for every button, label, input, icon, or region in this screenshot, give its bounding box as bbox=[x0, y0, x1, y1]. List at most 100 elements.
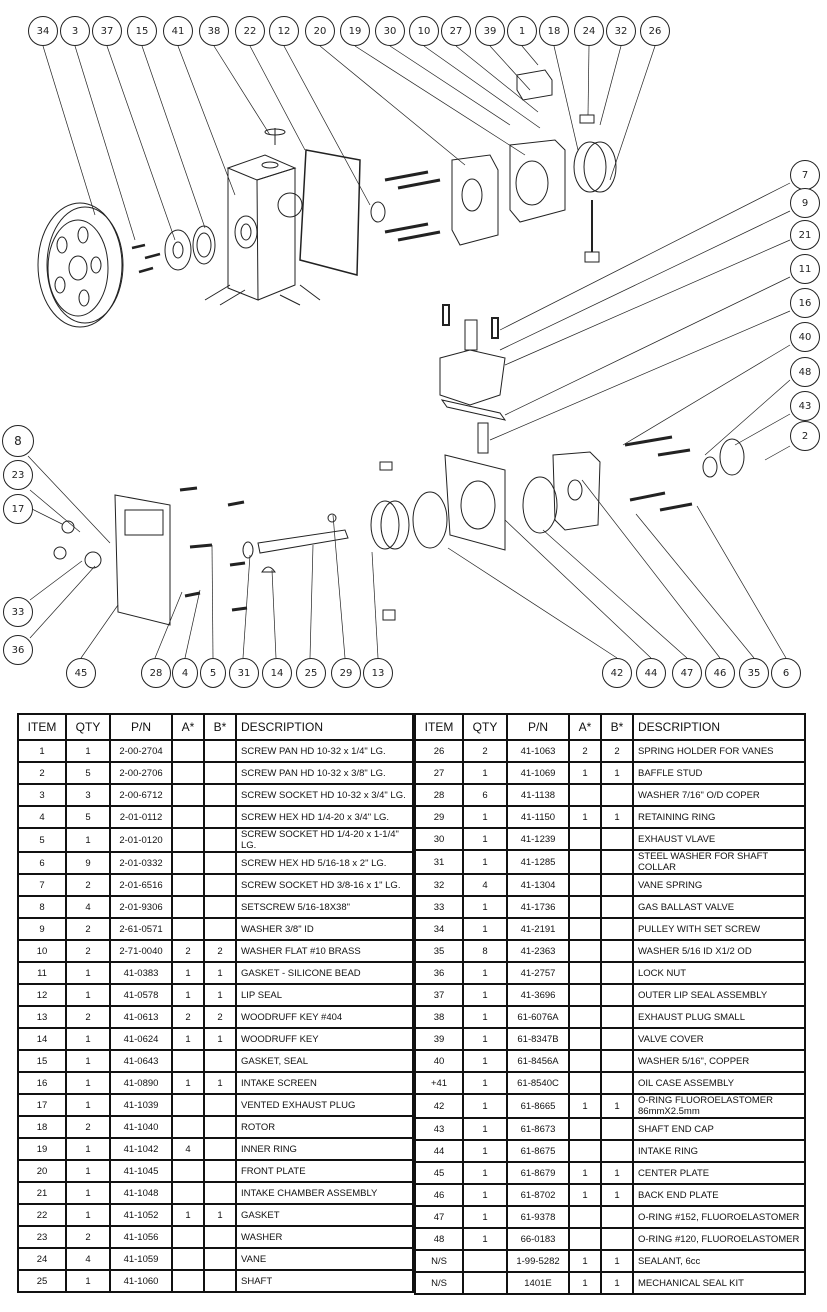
bom-cell-a: 1 bbox=[171, 983, 205, 1007]
bom-cell-b bbox=[203, 739, 237, 763]
callout-48: 48 bbox=[790, 357, 820, 387]
bom-cell-item: 15 bbox=[17, 1049, 67, 1073]
bom-cell-description: STEEL WASHER FOR SHAFT COLLAR bbox=[632, 849, 806, 875]
bom-cell-qty: 2 bbox=[65, 1005, 111, 1029]
header-item: ITEM bbox=[414, 713, 464, 741]
lock-nut-drawing bbox=[84, 551, 102, 569]
bom-cell-pn: 41-1052 bbox=[109, 1203, 173, 1227]
bom-cell-a bbox=[568, 849, 602, 875]
bom-cell-qty: 1 bbox=[462, 761, 508, 785]
bom-cell-qty: 1 bbox=[462, 1227, 508, 1251]
bom-cell-pn: 41-1304 bbox=[506, 873, 570, 897]
gasket-seal-drawing bbox=[192, 225, 216, 265]
bom-cell-qty: 1 bbox=[462, 1161, 508, 1185]
lip-seal-assembly-drawing bbox=[164, 229, 192, 271]
bom-cell-description: SCREW SOCKET HD 1/4-20 x 1-1/4" LG. bbox=[235, 827, 414, 853]
bom-cell-a bbox=[171, 1247, 205, 1271]
callout-33: 33 bbox=[3, 597, 33, 627]
bom-cell-a: 1 bbox=[568, 1183, 602, 1207]
callout-8: 8 bbox=[2, 425, 34, 457]
bom-cell-qty: 4 bbox=[462, 873, 508, 897]
bom-cell-item: 18 bbox=[17, 1115, 67, 1139]
bom-cell-description: WASHER 7/16" O/D COPER bbox=[632, 783, 806, 807]
bom-cell-description: GAS BALLAST VALVE bbox=[632, 895, 806, 919]
header-description: DESCRIPTION bbox=[235, 713, 414, 741]
bom-cell-item: 22 bbox=[17, 1203, 67, 1227]
bom-cell-item: N/S bbox=[414, 1249, 464, 1273]
bom-cell-pn: 41-1045 bbox=[109, 1159, 173, 1183]
callout-28: 28 bbox=[141, 658, 171, 688]
o-ring-48-drawing bbox=[702, 456, 718, 478]
bom-cell-item: 11 bbox=[17, 961, 67, 985]
bom-cell-b bbox=[203, 1225, 237, 1249]
bom-cell-description: VALVE COVER bbox=[632, 1027, 806, 1051]
bom-cell-b: 1 bbox=[203, 1071, 237, 1095]
bom-cell-pn: 41-0624 bbox=[109, 1027, 173, 1051]
bom-cell-item: +41 bbox=[414, 1071, 464, 1095]
bom-header-row: ITEM QTY P/N A* B* DESCRIPTION bbox=[17, 713, 414, 741]
callout-47: 47 bbox=[672, 658, 702, 688]
bom-cell-description: PULLEY WITH SET SCREW bbox=[632, 917, 806, 941]
bom-cell-item: 26 bbox=[414, 739, 464, 763]
bom-cell-a bbox=[568, 939, 602, 963]
bom-cell-pn: 2-01-0120 bbox=[109, 827, 173, 853]
callout-9: 9 bbox=[790, 188, 820, 218]
bom-cell-pn: 2-00-2704 bbox=[109, 739, 173, 763]
bom-cell-a bbox=[568, 1049, 602, 1073]
bom-cell-qty: 1 bbox=[462, 1071, 508, 1095]
bom-cell-pn: 2-61-0571 bbox=[109, 917, 173, 941]
bom-cell-b bbox=[203, 1159, 237, 1183]
bom-cell-a: 2 bbox=[568, 739, 602, 763]
bom-cell-b: 2 bbox=[600, 739, 634, 763]
bom-cell-description: O-RING FLUOROELASTOMER 86mmX2.5mm bbox=[632, 1093, 806, 1119]
rotor-drawing bbox=[573, 141, 607, 193]
bom-cell-pn: 61-9378 bbox=[506, 1205, 570, 1229]
bom-cell-item: 47 bbox=[414, 1205, 464, 1229]
bom-cell-qty: 1 bbox=[462, 1117, 508, 1141]
bom-cell-qty: 1 bbox=[65, 1071, 111, 1095]
bom-cell-b bbox=[203, 805, 237, 829]
bom-cell-item: 23 bbox=[17, 1225, 67, 1249]
bom-cell-a bbox=[568, 1205, 602, 1229]
callout-20: 20 bbox=[305, 16, 335, 46]
bom-cell-description: CENTER PLATE bbox=[632, 1161, 806, 1185]
bom-cell-item: 28 bbox=[414, 783, 464, 807]
callout-15: 15 bbox=[127, 16, 157, 46]
callout-40: 40 bbox=[790, 322, 820, 352]
bom-cell-qty: 1 bbox=[462, 1205, 508, 1229]
bom-cell-b: 2 bbox=[203, 1005, 237, 1029]
bom-cell-a bbox=[568, 983, 602, 1007]
bom-cell-a bbox=[171, 1093, 205, 1117]
bom-cell-a bbox=[171, 1115, 205, 1139]
steel-washer-drawing bbox=[242, 541, 254, 559]
bom-cell-description: LOCK NUT bbox=[632, 961, 806, 985]
bom-cell-description: WOODRUFF KEY bbox=[235, 1027, 414, 1051]
bom-cell-item: 29 bbox=[414, 805, 464, 829]
bom-cell-qty: 9 bbox=[65, 851, 111, 875]
oil-case-drawing bbox=[204, 154, 321, 306]
bom-cell-qty: 1 bbox=[65, 1159, 111, 1183]
bom-cell-description: VANE SPRING bbox=[632, 873, 806, 897]
callout-4: 4 bbox=[172, 658, 198, 688]
bom-cell-b bbox=[600, 1027, 634, 1051]
bom-cell-a: 1 bbox=[171, 1203, 205, 1227]
diagram-drawing bbox=[27, 45, 791, 659]
callout-17: 17 bbox=[3, 494, 33, 524]
bom-cell-b bbox=[203, 827, 237, 853]
bom-cell-a bbox=[568, 783, 602, 807]
header-b: B* bbox=[600, 713, 634, 741]
header-qty: QTY bbox=[462, 713, 508, 741]
intake-chamber-drawing bbox=[439, 304, 507, 421]
exhaust-plug-drawing bbox=[264, 128, 286, 145]
